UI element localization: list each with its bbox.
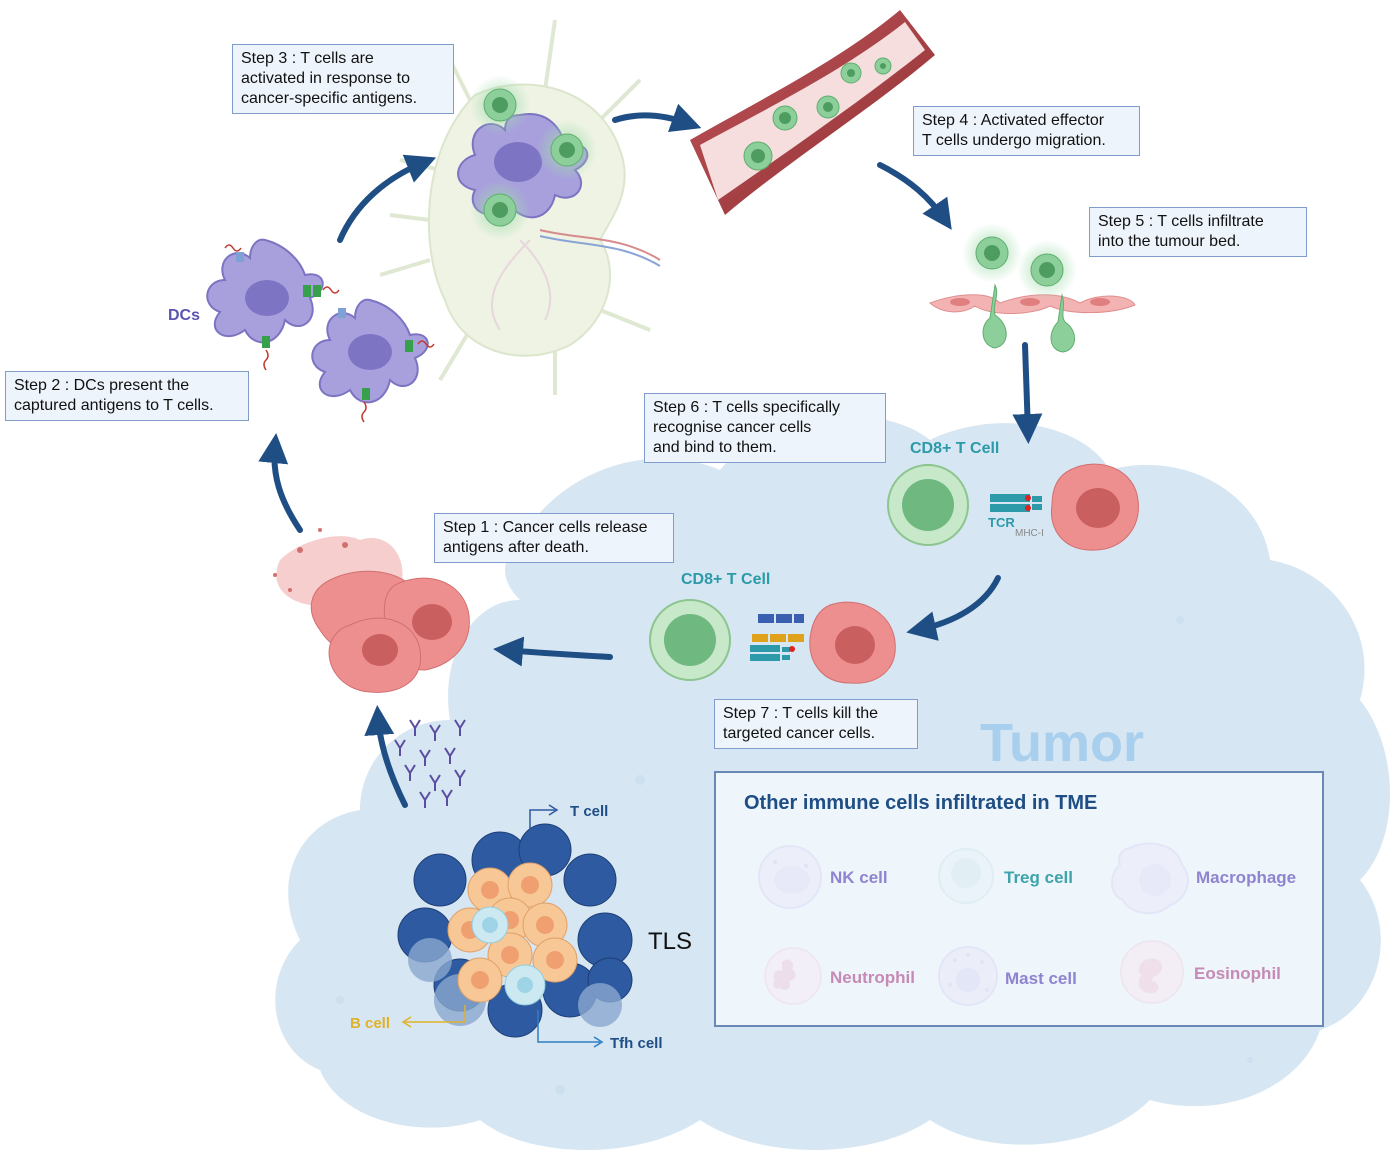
step6-box: Step 6 : T cells specifically recognise … bbox=[644, 393, 886, 463]
tcr-label: TCR bbox=[988, 515, 1015, 530]
arrow-kill-to-release bbox=[493, 636, 613, 667]
tls-t-cell-label: T cell bbox=[570, 803, 608, 820]
step4-box: Step 4 : Activated effector T cells unde… bbox=[913, 106, 1140, 156]
cd8-top-label: CD8+ T Cell bbox=[910, 440, 999, 457]
tme-eosinophil-label: Eosinophil bbox=[1194, 964, 1281, 983]
tme-treg-label: Treg cell bbox=[1004, 868, 1073, 887]
cycle-arrows bbox=[258, 103, 1043, 808]
tme-macrophage-label: Macrophage bbox=[1196, 868, 1297, 887]
tme-mast-label: Mast cell bbox=[1005, 969, 1077, 988]
activated-t-cells-node bbox=[470, 75, 597, 240]
dying-cancer-cells bbox=[273, 528, 470, 693]
tls-cluster bbox=[397, 823, 633, 1038]
arrow-node-to-vessel bbox=[612, 103, 702, 133]
tls-pointer-lines bbox=[401, 804, 604, 1048]
antibodies bbox=[394, 719, 466, 808]
cd8-killing bbox=[649, 599, 896, 684]
dcs-label: DCs bbox=[168, 307, 200, 324]
step2-box: Step 2 : DCs present the captured antige… bbox=[5, 371, 249, 421]
mhc-label: MHC-I bbox=[1015, 528, 1044, 539]
dcs-group bbox=[206, 238, 435, 423]
arrow-bind-to-kill bbox=[906, 575, 1001, 641]
tls-tfh-cell-label: Tfh cell bbox=[610, 1035, 663, 1052]
step3-box: Step 3 : T cells are activated in respon… bbox=[232, 44, 454, 114]
step5-box: Step 5 : T cells infiltrate into the tum… bbox=[1089, 207, 1307, 257]
arrow-vessel-to-infiltrate bbox=[877, 162, 952, 230]
arrow-infiltrate-to-bind bbox=[1012, 342, 1043, 444]
tls-label: TLS bbox=[648, 928, 692, 955]
cd8-binding-top bbox=[887, 463, 1139, 551]
cd8-mid-label: CD8+ T Cell bbox=[681, 571, 770, 588]
blood-vessel bbox=[690, 10, 935, 215]
endothelium bbox=[929, 223, 1136, 353]
arrow-release-to-dc bbox=[258, 433, 303, 533]
arrow-dc-to-node bbox=[337, 154, 437, 243]
tme-title: Other immune cells infiltrated in TME bbox=[744, 792, 1098, 814]
step7-box: Step 7 : T cells kill the targeted cance… bbox=[714, 699, 918, 749]
tme-neutrophil-label: Neutrophil bbox=[830, 968, 915, 987]
tme-nk-label: NK cell bbox=[830, 868, 888, 887]
tumor-label: Tumor bbox=[980, 713, 1144, 773]
step1-box: Step 1 : Cancer cells release antigens a… bbox=[434, 513, 674, 563]
tme-panel bbox=[714, 771, 1324, 1027]
tls-b-cell-label: B cell bbox=[350, 1015, 390, 1032]
arrow-tls-to-cancer bbox=[364, 705, 408, 808]
